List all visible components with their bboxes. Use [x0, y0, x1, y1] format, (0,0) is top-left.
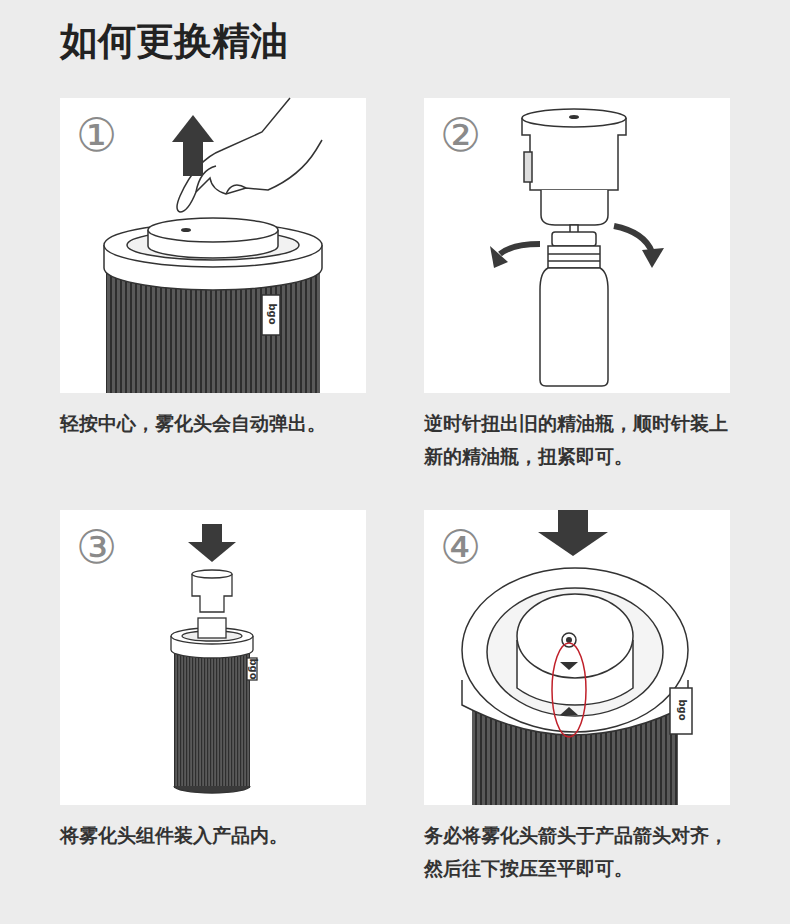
- brand-tag: bgo: [267, 303, 277, 324]
- step-panel: ② 逆时针扭出旧的精油瓶，顺时针装上新的精油瓶，扭紧即可。: [424, 98, 734, 473]
- step-caption: 逆时针扭出旧的精油瓶，顺时针装上新的精油瓶，扭紧即可。: [424, 407, 734, 473]
- step-caption: 务必将雾化头箭头于产品箭头对齐，然后往下按压至平即可。: [424, 819, 734, 885]
- brand-tag: bgo: [248, 658, 258, 679]
- page-title: 如何更换精油: [60, 16, 288, 67]
- step-panel: ③ 将雾化头组件装入产品内。: [60, 510, 370, 852]
- brand-tag: bgo: [677, 699, 687, 720]
- step-panel: ① 轻按中心，雾化头会自动弹出。: [60, 98, 370, 440]
- step-number: ③: [76, 524, 117, 570]
- step-number: ①: [76, 112, 117, 158]
- step-caption: 将雾化头组件装入产品内。: [60, 819, 370, 852]
- step-panel: ④ 务必将雾化头箭头于产品箭头对齐，然后往下按压至平即可。: [424, 510, 734, 885]
- step-number: ④: [440, 524, 481, 570]
- step-caption: 轻按中心，雾化头会自动弹出。: [60, 407, 370, 440]
- step-number: ②: [440, 112, 481, 158]
